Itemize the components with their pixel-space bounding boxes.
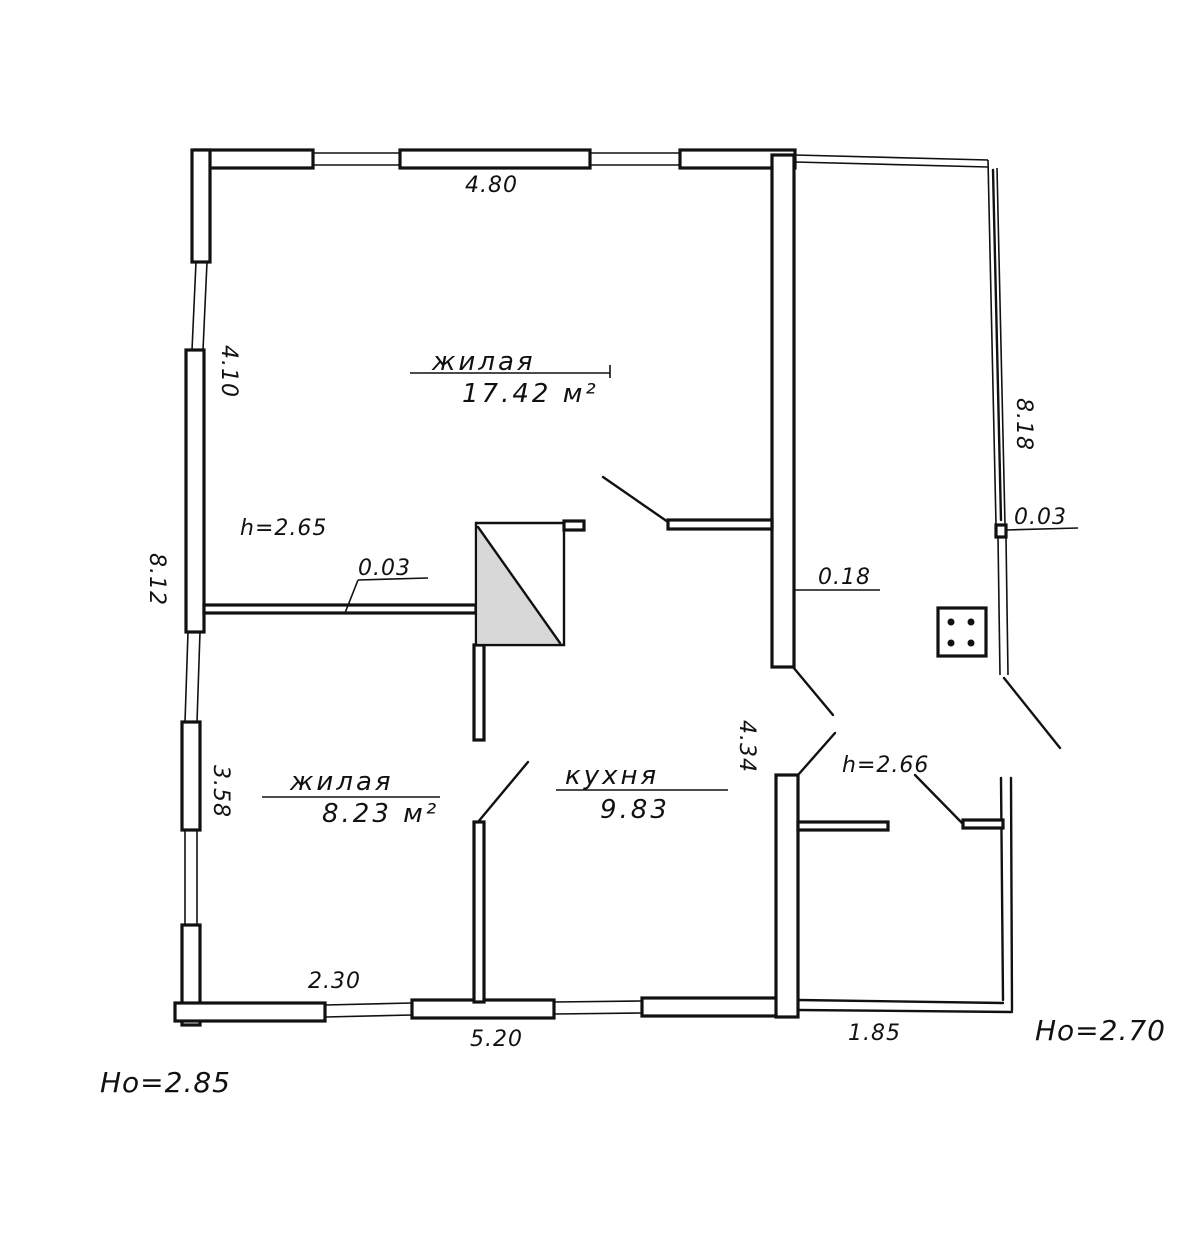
kitchen-name: кухня <box>565 761 659 791</box>
annex-bottom-b <box>796 1008 1014 1014</box>
dim-left-total: 8.12 <box>144 553 169 606</box>
stove <box>936 606 988 658</box>
dim-left-upper: 4.10 <box>216 345 241 398</box>
stove-burner-4 <box>967 639 975 647</box>
door-annex-kitchen <box>913 773 965 826</box>
window-left-1b <box>202 261 208 351</box>
wall-left-3 <box>180 720 202 832</box>
window-bottom-2b <box>553 1012 643 1015</box>
window-bottom-1 <box>324 1002 413 1006</box>
stove-burner-1 <box>947 618 955 626</box>
wall-top-1 <box>193 148 315 170</box>
doors <box>476 475 1062 826</box>
annex-right-lower-b <box>1009 776 1014 1012</box>
window-bottom-2 <box>553 1000 643 1003</box>
dim-inner-vertical: 4.34 <box>734 720 759 773</box>
wall-right-upper <box>770 153 796 669</box>
room-small-name: жилая <box>289 767 394 797</box>
annex-right-pier <box>994 523 1008 539</box>
window-left-2b <box>196 631 201 723</box>
wall-top-2 <box>398 148 592 170</box>
leader-partition <box>344 579 359 614</box>
height-annex: h=2.66 <box>842 753 929 778</box>
door-annex-outer <box>1002 676 1062 750</box>
leader-lines <box>262 365 1079 798</box>
dim-annex-partition: 0.03 <box>1014 505 1067 530</box>
dim-bottom-left: 2.30 <box>308 969 361 994</box>
annex-right-4 <box>997 536 1001 676</box>
annex-top-2 <box>794 161 989 168</box>
window-left-1 <box>191 261 197 351</box>
partitions <box>202 518 774 1004</box>
chimney-diagonal <box>476 525 562 645</box>
partition-upper-stub <box>666 518 774 531</box>
kitchen-area: 9.83 <box>600 795 670 825</box>
annex-stub-right <box>961 818 1005 830</box>
door-hall-upper <box>791 665 835 717</box>
outside-height-annex: Нo=2.70 <box>1035 1014 1166 1047</box>
dim-left-lower: 3.58 <box>208 765 233 818</box>
room-large-name: жилая <box>431 347 536 377</box>
door-living-small <box>476 760 530 824</box>
dim-bottom-width: 5.20 <box>470 1027 523 1052</box>
window-left-2 <box>184 631 189 723</box>
chimney-stub <box>562 519 586 532</box>
partition-vertical-mid <box>472 643 486 742</box>
annex-right-1 <box>987 159 997 526</box>
annex-right-5 <box>1005 536 1009 676</box>
partition-vertical-low <box>472 820 486 1004</box>
partition-horizontal <box>202 603 478 615</box>
stove-burner-3 <box>947 639 955 647</box>
dim-interior-wall: 0.18 <box>818 565 871 590</box>
outer-walls <box>173 148 800 1027</box>
wall-left-4 <box>180 923 202 1027</box>
annex-top-1 <box>794 154 989 161</box>
height-main: h=2.65 <box>240 516 327 541</box>
annex-bottom-a <box>796 998 1005 1005</box>
wall-bottom-3 <box>640 996 799 1018</box>
wall-right-lower <box>774 773 800 1019</box>
annex-right-2 <box>996 167 1006 526</box>
window-bottom-1b <box>324 1014 413 1018</box>
wall-bottom-1 <box>173 1001 327 1023</box>
dim-annex-length: 8.18 <box>1011 398 1036 451</box>
annex-stub-left <box>796 820 890 832</box>
outside-height-main: Нo=2.85 <box>100 1066 231 1099</box>
dim-top-width: 4.80 <box>465 173 518 198</box>
room-small-area: 8.23 м² <box>322 799 439 829</box>
door-hall-lower <box>796 731 837 777</box>
room-large-area: 17.42 м² <box>462 379 599 409</box>
dim-bottom-annex: 1.85 <box>848 1021 901 1046</box>
stove-burner-2 <box>967 618 975 626</box>
annex <box>794 154 1014 1014</box>
wall-left-1 <box>190 148 212 264</box>
door-living-large <box>601 475 670 524</box>
labels: жилая 17.42 м² жилая 8.23 м² кухня 9.83 … <box>100 173 1166 1099</box>
wall-left-2 <box>184 348 206 634</box>
annex-right-3 <box>991 168 1003 522</box>
leader-partition-h <box>357 577 429 581</box>
annex-right-lower-a <box>999 776 1005 1002</box>
leader-annex-partition <box>1005 527 1079 531</box>
dim-partition: 0.03 <box>358 556 411 581</box>
